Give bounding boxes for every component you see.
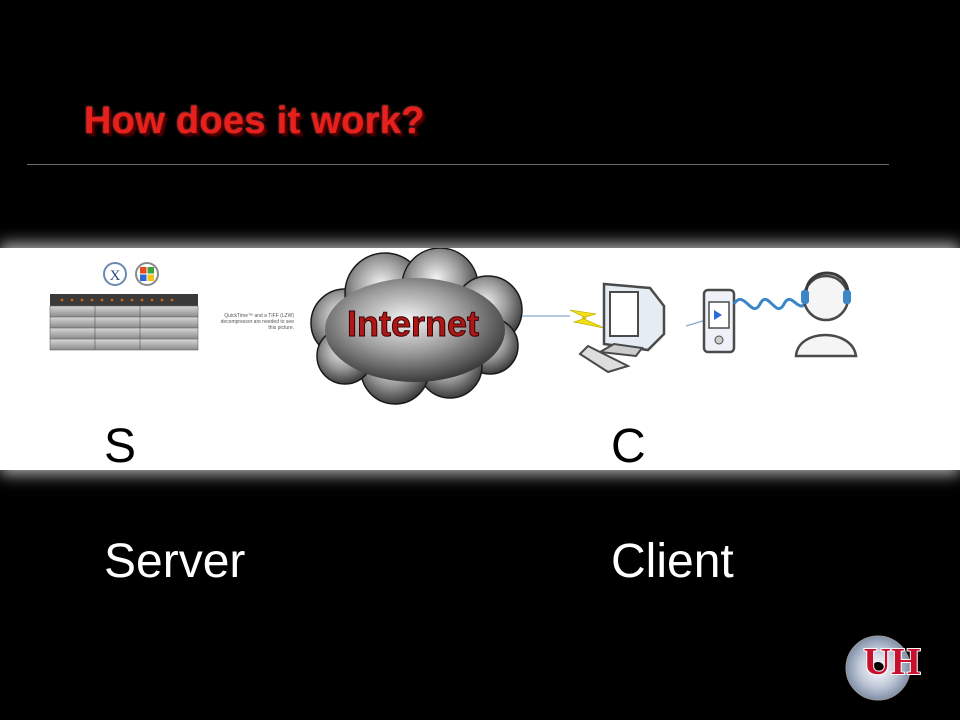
pda-icon — [702, 288, 736, 354]
uh-logo-icon: UH — [845, 635, 922, 701]
lightning-icon — [569, 309, 605, 329]
windows-icon — [135, 262, 159, 286]
computer-icon — [578, 282, 666, 374]
mac-os-x-icon: X — [103, 262, 127, 286]
svg-text:X: X — [110, 268, 121, 284]
server-label: Server — [104, 535, 246, 588]
internet-cloud-icon: Internet — [310, 248, 523, 405]
client-label: Client — [611, 535, 734, 588]
client-letter: C — [611, 420, 646, 473]
server-letter: S — [104, 420, 137, 473]
cloud-label: Internet — [347, 303, 479, 344]
title-divider — [27, 164, 889, 165]
quicktime-placeholder-text: QuickTime™ and a TIFF (LZW) decompressor… — [220, 313, 294, 331]
svg-text:UH: UH — [864, 641, 921, 683]
slide-title: How does it work? — [84, 100, 425, 142]
server-rack-icon — [49, 294, 199, 351]
headphone-user-icon — [794, 271, 858, 358]
diagram-band: X — [0, 248, 960, 470]
